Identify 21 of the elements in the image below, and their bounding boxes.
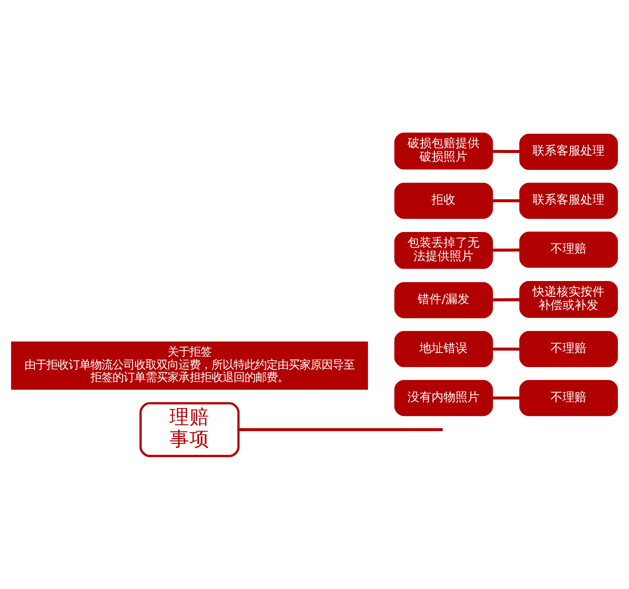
node-box: 关于拒签 由于拒收订单物流公司收取双向运费，所以特此约定由买家原因导至拒签的订单需买家承担拒收退回的邮费。 (11, 342, 368, 390)
connector (492, 348, 520, 351)
connector (492, 396, 520, 400)
node-box: 包装丢掉了无法提供照片 (394, 232, 493, 269)
connector (492, 150, 520, 154)
node-box: 联系客服处理 (519, 182, 618, 219)
node-box: 联系客服处理 (519, 134, 618, 170)
connector (492, 248, 520, 252)
node-box: 理赔事项 (139, 402, 240, 458)
node-box: 不理赔 (519, 331, 618, 368)
connector (492, 298, 520, 302)
connector (492, 199, 520, 202)
node-box: 地址错误 (394, 331, 493, 368)
node-box: 快递核实按件补偿或补发 (519, 280, 618, 318)
node-box: 拒收 (394, 182, 493, 219)
node-box: 不理赔 (519, 232, 618, 268)
node-box: 没有内物照片 (394, 380, 493, 416)
node-box: 错件/漏发 (394, 282, 493, 318)
node-box: 破损包赔提供破损照片 (394, 132, 493, 170)
connector (238, 428, 443, 432)
node-box: 不理赔 (519, 380, 618, 416)
